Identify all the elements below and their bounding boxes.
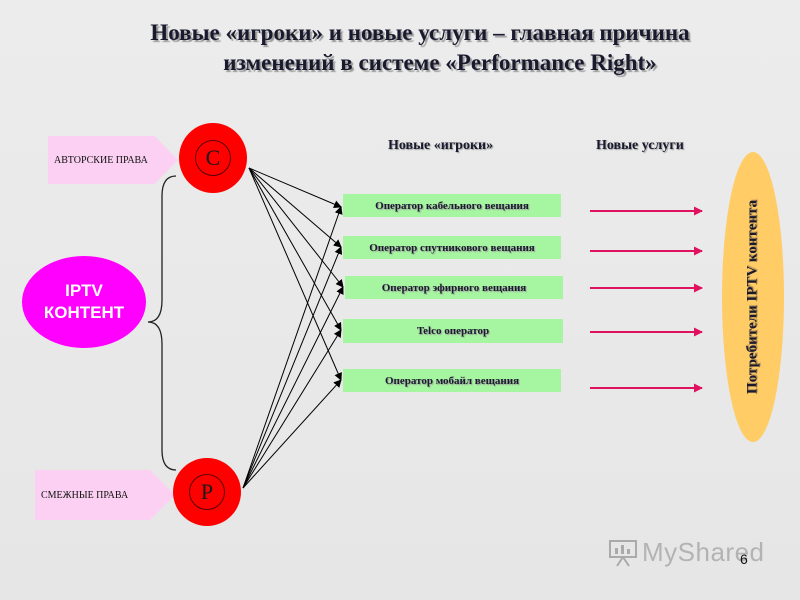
- rights-brace: [147, 175, 177, 471]
- title-line-2: изменений в системе «Performance Right»: [223, 50, 657, 75]
- c-to-operator-arrows: [248, 167, 344, 381]
- watermark-text: MyShared: [642, 537, 765, 567]
- header-new-services: Новые услуги: [596, 138, 684, 153]
- author-rights-label: АВТОРСКИЕ ПРАВА: [48, 136, 178, 184]
- presentation-icon: [609, 539, 637, 567]
- author-rights-letter: С: [195, 140, 231, 176]
- title-line-1: Новые «игроки» и новые услуги – главная …: [150, 20, 690, 45]
- iptv-content-circle: IPTV КОНТЕНТ: [22, 256, 146, 348]
- watermark: MyShared: [608, 537, 765, 568]
- related-rights-text: СМЕЖНЫЕ ПРАВА: [41, 489, 129, 501]
- slide-title: Новые «игроки» и новые услуги – главная …: [60, 18, 780, 78]
- operator-box-terrestrial: Оператор эфирного вещания: [345, 276, 563, 299]
- operator-box-cable: Оператор кабельного вещания: [343, 194, 561, 217]
- related-rights-circle: Р: [173, 458, 241, 526]
- related-rights-letter: Р: [189, 474, 225, 510]
- operator-box-telco: Telco оператор: [343, 319, 563, 343]
- consumers-ellipse: [722, 152, 784, 442]
- author-rights-text: АВТОРСКИЕ ПРАВА: [54, 154, 148, 166]
- header-new-players: Новые «игроки»: [388, 138, 494, 153]
- iptv-line-2: КОНТЕНТ: [43, 303, 125, 322]
- operator-box-satellite: Оператор спутникового вещания: [343, 236, 561, 259]
- page-number: 6: [740, 551, 748, 567]
- consumers-label: Потребители IPTV контента: [744, 199, 761, 395]
- related-rights-label: СМЕЖНЫЕ ПРАВА: [35, 470, 175, 520]
- operator-box-mobile: Оператор мобайл вещания: [343, 369, 561, 392]
- author-rights-circle: С: [179, 123, 247, 193]
- service-arrows: [590, 206, 703, 393]
- iptv-line-1: IPTV: [65, 281, 103, 300]
- p-to-operator-arrows: [242, 206, 344, 489]
